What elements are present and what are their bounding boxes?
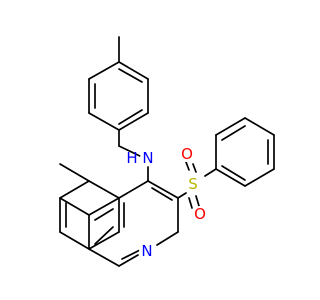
bond-inner (121, 249, 141, 260)
quinoline-ring (88, 166, 179, 267)
bond-inner (221, 125, 246, 141)
bond (88, 112, 120, 131)
bond-inner (94, 226, 114, 245)
bond (215, 168, 246, 187)
bond (88, 180, 120, 199)
bond (244, 117, 275, 136)
bond (156, 231, 179, 246)
bond (185, 161, 190, 171)
bond-inner (221, 165, 246, 181)
bond (195, 195, 200, 207)
bond (88, 231, 120, 250)
bond (59, 197, 90, 216)
amine-nitrogen-label: N (142, 149, 153, 167)
sulfur-label: S (188, 175, 198, 193)
bond (204, 168, 217, 177)
oxygen-upper-label: O (181, 145, 193, 163)
amine-group: N H (126, 149, 156, 167)
bond (244, 168, 275, 187)
bond-inner (151, 187, 173, 201)
bond (88, 61, 120, 80)
bond-inner (118, 109, 143, 125)
bond (59, 231, 90, 250)
oxygen-lower-label: O (194, 205, 206, 223)
bond (192, 163, 197, 173)
quinoline-nitrogen-label: N (141, 242, 152, 260)
phenyl-ring (215, 117, 275, 187)
bond (88, 248, 120, 267)
molecule-structure-diagram: N H N S O O (59, 36, 275, 267)
bond (177, 192, 187, 199)
bond (215, 117, 246, 136)
bond (118, 112, 149, 131)
bond (59, 163, 90, 182)
bond (118, 180, 149, 199)
bond (118, 254, 139, 267)
bond (118, 145, 143, 158)
tolyl-ring (88, 36, 149, 131)
bond-inner (118, 68, 143, 83)
bond (88, 197, 120, 216)
bond (188, 197, 193, 209)
benzo-ring (59, 163, 120, 250)
bond-inner (94, 208, 114, 221)
bond (59, 180, 90, 199)
bond (147, 180, 179, 199)
bond (118, 61, 149, 80)
amine-hydrogen-label: H (126, 149, 137, 167)
